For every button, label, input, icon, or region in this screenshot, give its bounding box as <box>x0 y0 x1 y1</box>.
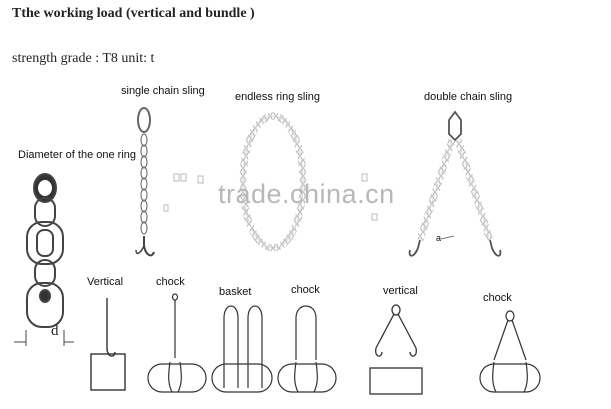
label-chock-3: chock <box>483 292 512 304</box>
chock-hitch-figure-2 <box>277 305 337 393</box>
strength-grade-line: strength grade : T8 unit: t <box>12 51 155 66</box>
vertical-hitch-figure <box>90 298 126 391</box>
label-basket: basket <box>219 286 252 298</box>
endless-ring-sling-figure <box>239 112 307 252</box>
artifact-marks <box>163 173 378 221</box>
two-leg-vertical-figure <box>369 304 423 395</box>
two-leg-chock-figure <box>479 310 541 393</box>
ring-diameter-chain-figure <box>14 173 74 346</box>
label-ring-diameter: Diameter of the one ring <box>18 149 137 161</box>
basket-hitch-figure <box>211 305 273 393</box>
label-vertical-2: vertical <box>383 285 418 297</box>
label-double-chain-sling: double chain sling <box>424 91 513 103</box>
page-heading: Tthe working load (vertical and bundle ) <box>12 6 255 21</box>
single-chain-sling-figure <box>135 107 155 257</box>
label-chock-1: chock <box>156 276 185 288</box>
label-chock-2: chock <box>291 284 320 296</box>
label-a-angle: a <box>436 233 442 243</box>
label-endless-ring-sling: endless ring sling <box>235 91 320 103</box>
label-single-chain-sling: single chain sling <box>121 85 205 97</box>
chock-hitch-figure-1 <box>147 293 207 393</box>
double-chain-sling-figure <box>408 110 502 257</box>
label-vertical-1: Vertical <box>87 276 124 288</box>
label-d-dimension: d <box>51 323 59 339</box>
